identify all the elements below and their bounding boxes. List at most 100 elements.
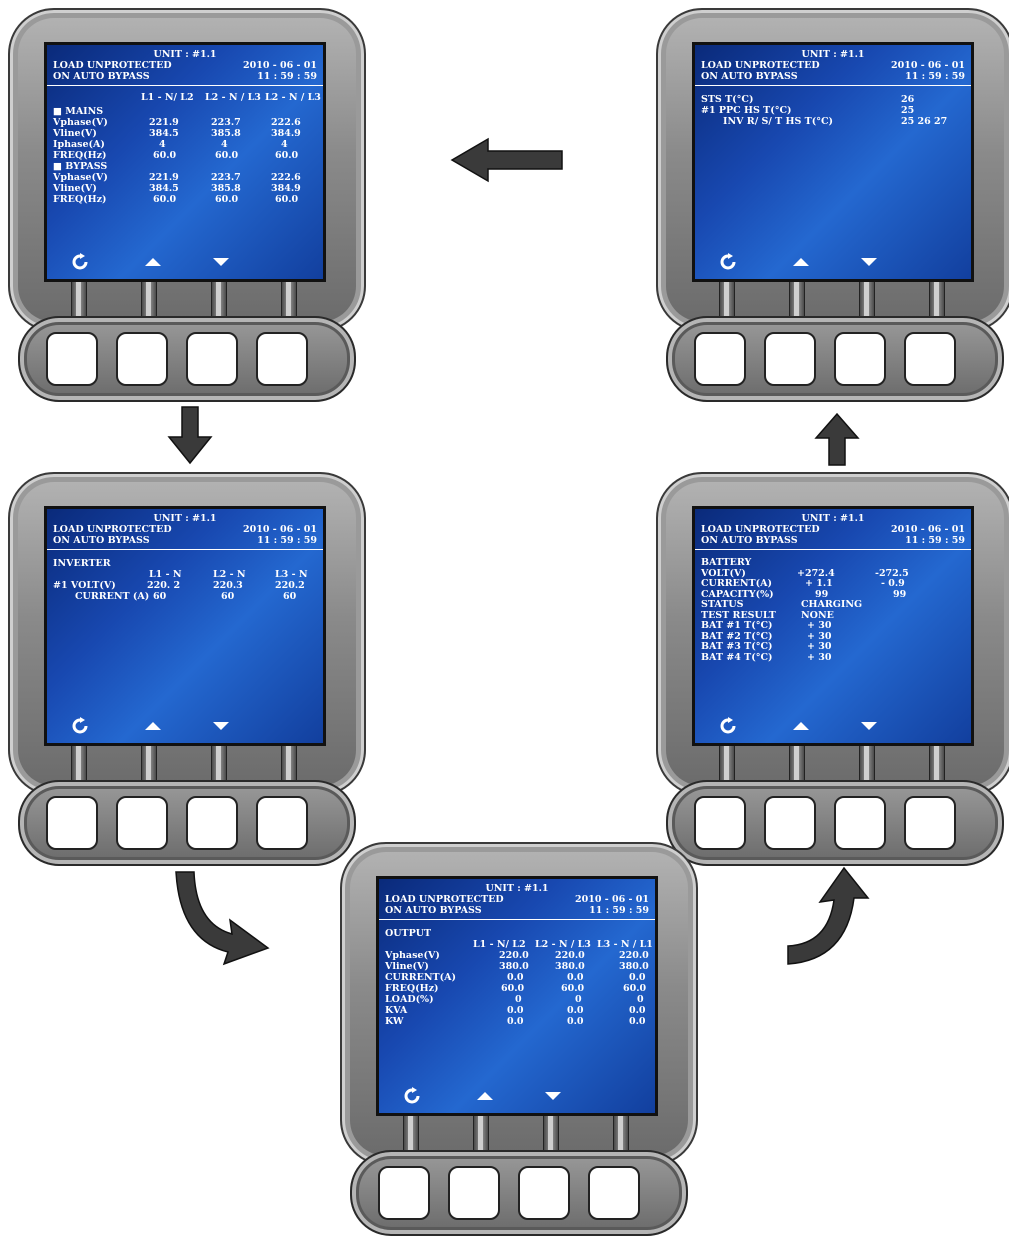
key-2[interactable] <box>116 796 168 850</box>
lcd-screen: UNIT : #1.1 LOAD UNPROTECTED ON AUTO BYP… <box>44 506 326 746</box>
row-label: FREQ(Hz) <box>53 150 107 161</box>
key-4[interactable] <box>256 796 308 850</box>
key-2[interactable] <box>116 332 168 386</box>
value: NONE <box>801 609 834 621</box>
screen-header: UNIT : #1.1 LOAD UNPROTECTED ON AUTO BYP… <box>695 45 971 86</box>
col-header: L1 - N/ L2 <box>141 92 194 103</box>
value: 220.0 <box>499 950 529 961</box>
value: 0.0 <box>629 972 646 983</box>
key-2[interactable] <box>764 332 816 386</box>
time-label: 11 : 59 : 59 <box>905 71 965 82</box>
row-label: BAT #2 T(°C) <box>701 630 773 642</box>
key-3[interactable] <box>518 1166 570 1220</box>
key-4[interactable] <box>904 332 956 386</box>
value: 0 <box>637 994 644 1005</box>
value: 60 <box>221 591 235 602</box>
down-arrow-icon[interactable] <box>213 722 229 730</box>
key-3[interactable] <box>834 332 886 386</box>
key-1[interactable] <box>46 332 98 386</box>
time-label: 11 : 59 : 59 <box>257 71 317 82</box>
row-label: FREQ(Hz) <box>385 983 439 994</box>
key-3[interactable] <box>834 796 886 850</box>
refresh-icon[interactable] <box>71 717 89 735</box>
panel-battery: UNIT : #1.1 LOAD UNPROTECTED ON AUTO BYP… <box>656 472 1009 872</box>
down-arrow-icon[interactable] <box>861 722 877 730</box>
keypad <box>18 780 356 866</box>
col-header: L2 - N / L3 <box>535 939 591 950</box>
panel-temperature: UNIT : #1.1 LOAD UNPROTECTED ON AUTO BYP… <box>656 8 1009 408</box>
value: 220.2 <box>275 580 305 591</box>
col-header: L1 - N/ L2 <box>473 939 526 950</box>
value: 60.0 <box>215 194 239 205</box>
date-label: 2010 - 06 - 01 <box>575 894 649 905</box>
value: 4 <box>221 139 228 150</box>
value: 380.0 <box>499 961 529 972</box>
key-1[interactable] <box>46 796 98 850</box>
status-line-1: LOAD UNPROTECTED <box>701 60 820 71</box>
lcd-screen: UNIT : #1.1 LOAD UNPROTECTED ON AUTO BYP… <box>376 876 658 1116</box>
value: 0.0 <box>567 1016 584 1027</box>
refresh-icon[interactable] <box>403 1087 421 1105</box>
arrow-curved-down-right-icon <box>175 871 270 966</box>
up-arrow-icon[interactable] <box>793 722 809 730</box>
down-arrow-icon[interactable] <box>213 258 229 266</box>
value: 223.7 <box>211 117 241 128</box>
refresh-icon[interactable] <box>719 253 737 271</box>
up-arrow-icon[interactable] <box>145 258 161 266</box>
value: 0.0 <box>567 1005 584 1016</box>
date-label: 2010 - 06 - 01 <box>243 60 317 71</box>
row-label: Vphase(V) <box>53 117 108 128</box>
value: 384.5 <box>149 128 179 139</box>
refresh-icon[interactable] <box>719 717 737 735</box>
value: 60.0 <box>623 983 647 994</box>
key-4[interactable] <box>904 796 956 850</box>
value: 0.0 <box>507 1005 524 1016</box>
arrow-left-icon <box>450 137 563 183</box>
value: + 30 <box>807 630 832 642</box>
down-arrow-icon[interactable] <box>545 1092 561 1100</box>
key-1[interactable] <box>378 1166 430 1220</box>
key-1[interactable] <box>694 796 746 850</box>
up-arrow-icon[interactable] <box>145 722 161 730</box>
row-label: KVA <box>385 1005 408 1016</box>
screen-header: UNIT : #1.1 LOAD UNPROTECTED ON AUTO BYP… <box>379 879 655 920</box>
value: 222.6 <box>271 117 301 128</box>
key-2[interactable] <box>448 1166 500 1220</box>
value: 220. 2 <box>147 580 181 591</box>
value: +272.4 <box>797 567 835 579</box>
value: 380.0 <box>555 961 585 972</box>
row-label: Vphase(V) <box>385 950 440 961</box>
row-label: Vline(V) <box>53 128 97 139</box>
value: 384.9 <box>271 183 301 194</box>
value: 60.0 <box>561 983 585 994</box>
col-header: L2 - N / L3 <box>265 92 321 103</box>
row-label: CURRENT(A) <box>701 578 772 589</box>
key-4[interactable] <box>256 332 308 386</box>
keypad <box>350 1150 688 1236</box>
keypad <box>666 316 1004 402</box>
key-2[interactable] <box>764 796 816 850</box>
key-3[interactable] <box>186 332 238 386</box>
key-4[interactable] <box>588 1166 640 1220</box>
value: 4 <box>281 139 288 150</box>
value: 0.0 <box>507 1016 524 1027</box>
section-title-mains: ■ MAINS <box>53 106 104 117</box>
section-title: BATTERY <box>701 557 752 568</box>
keypad <box>666 780 1004 866</box>
value: 385.8 <box>211 128 241 139</box>
value: 60.0 <box>501 983 525 994</box>
arrow-down-icon <box>167 406 213 465</box>
status-line-2: ON AUTO BYPASS <box>701 535 798 546</box>
status-line-1: LOAD UNPROTECTED <box>701 524 820 535</box>
refresh-icon[interactable] <box>71 253 89 271</box>
down-arrow-icon[interactable] <box>861 258 877 266</box>
status-line-1: LOAD UNPROTECTED <box>53 60 172 71</box>
up-arrow-icon[interactable] <box>793 258 809 266</box>
key-3[interactable] <box>186 796 238 850</box>
value: 25 26 27 <box>901 116 948 127</box>
key-1[interactable] <box>694 332 746 386</box>
up-arrow-icon[interactable] <box>477 1092 493 1100</box>
lcd-screen: UNIT : #1.1 LOAD UNPROTECTED ON AUTO BYP… <box>692 506 974 746</box>
status-line-2: ON AUTO BYPASS <box>385 905 482 916</box>
time-label: 11 : 59 : 59 <box>257 535 317 546</box>
